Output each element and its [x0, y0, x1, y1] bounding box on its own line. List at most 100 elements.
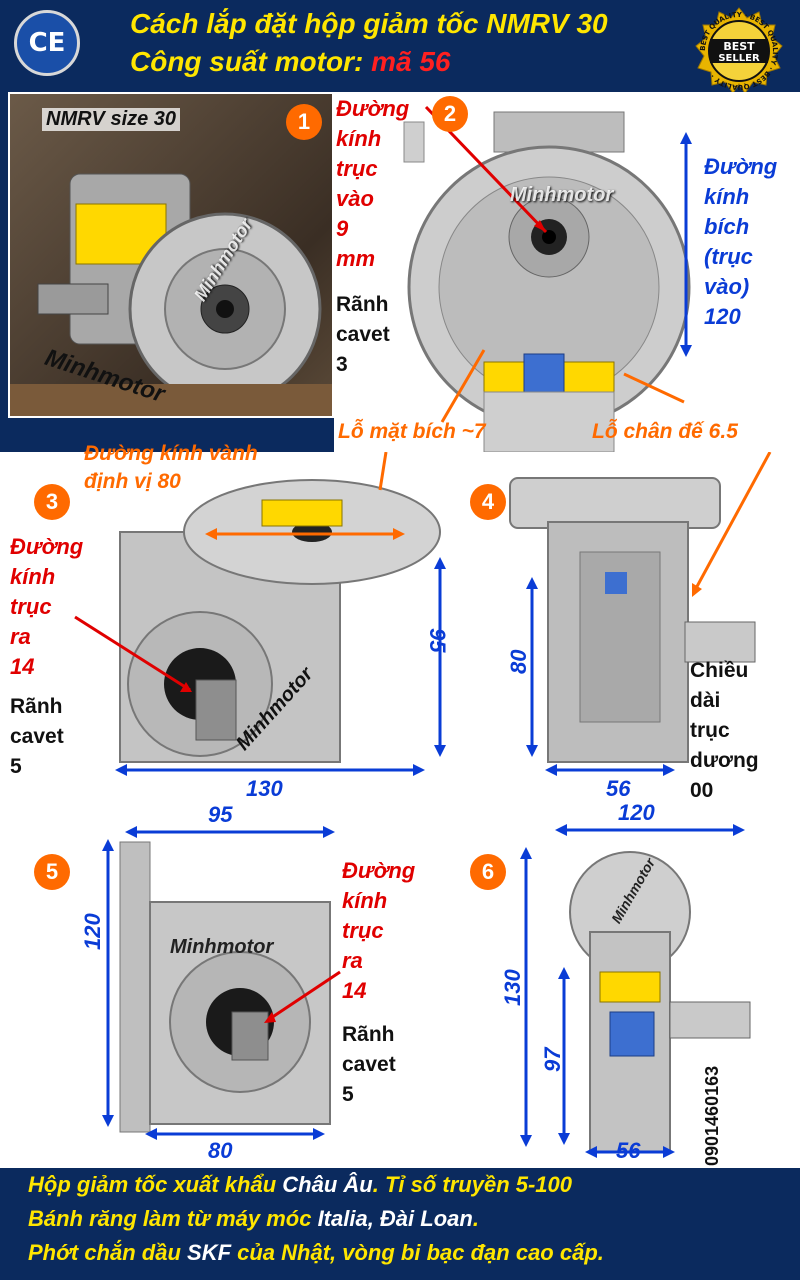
label-line: vào): [704, 274, 750, 299]
footer-text: . Tỉ số truyền 5-100: [372, 1172, 573, 1197]
label-line: 3: [336, 353, 348, 376]
label-line: mm: [336, 246, 376, 271]
label-line: 14: [342, 978, 367, 1003]
footer-line1: Hộp giảm tốc xuất khẩu Châu Âu. Tỉ số tr…: [28, 1172, 572, 1198]
label-line: 120: [704, 304, 741, 329]
footer-text: của Nhật, vòng bi bạc đạn cao cấp.: [231, 1240, 604, 1265]
panel2-flange-drawing: [403, 105, 692, 452]
panel6-number: 6: [470, 854, 506, 890]
gearbox-photo: [10, 173, 332, 416]
label-line: 00: [690, 779, 714, 802]
footer-text: .: [472, 1206, 479, 1231]
label-line: trục: [342, 918, 384, 943]
panel1-number: 1: [286, 104, 322, 140]
panel3-output-shaft-label: Đường kính trục ra 14: [10, 532, 83, 682]
label-line: bích: [704, 214, 750, 239]
panel1-label: NMRV size 30: [42, 108, 181, 131]
label-line: Đường kính vành: [84, 442, 258, 465]
label-line: 5: [342, 1083, 354, 1106]
footer-text: Bánh răng làm từ máy móc: [28, 1206, 318, 1231]
panel4-width-dim: 56: [606, 776, 631, 801]
footer-line3: Phớt chắn dầu SKF của Nhật, vòng bi bạc …: [28, 1240, 604, 1266]
panel5-top-dim: 95: [208, 802, 233, 827]
footer-highlight: SKF: [187, 1240, 232, 1265]
label-line: ra: [10, 624, 31, 649]
label-line: Đường: [342, 858, 416, 883]
label-line: Đường: [10, 534, 84, 559]
footer: [0, 1168, 800, 1280]
label-line: kính: [342, 888, 388, 913]
footer-highlight: Italia, Đài Loan: [317, 1206, 473, 1231]
panel3-keyway-label: Rãnh cavet 5: [10, 692, 64, 782]
panel4-drawing: [509, 452, 772, 776]
label-line: vào: [336, 186, 374, 211]
panel5-watermark: Minhmotor: [170, 936, 274, 958]
label-line: 5: [10, 755, 22, 778]
label-line: kính: [10, 564, 56, 589]
header: [0, 0, 800, 88]
panel6-top-dim: 120: [618, 800, 655, 825]
panel6-inner-dim: 97: [540, 1047, 565, 1072]
foot-hole-label: Lỗ chân đế 6.5: [592, 420, 738, 443]
flange-hole-label: Lỗ mặt bích ~7: [338, 420, 486, 443]
panel6-bottom-dim: 56: [616, 1138, 641, 1163]
label-line: định vị 80: [84, 470, 181, 493]
label-line: cavet: [10, 725, 64, 748]
label-line: Đường: [336, 96, 410, 121]
panel3-width-dim: 130: [246, 776, 283, 801]
label-line: cavet: [336, 323, 390, 346]
label-line: trục: [10, 594, 52, 619]
seller-text: SELLER: [718, 53, 760, 64]
label-line: cavet: [342, 1053, 396, 1076]
best-seller-badge: BEST QUALITY · BEST QUALITY · BEST QUALI…: [695, 7, 783, 94]
best-text: BEST: [723, 40, 755, 53]
panel2-keyway-label: Rãnh cavet 3: [336, 290, 390, 380]
label-line: Đường: [704, 154, 778, 179]
label-line: 14: [10, 654, 35, 679]
label-line: trục: [336, 156, 378, 181]
panel5-left-dim: 120: [80, 913, 105, 950]
label-line: trục: [690, 719, 730, 742]
label-line: Rãnh: [342, 1023, 395, 1046]
footer-line2: Bánh răng làm từ máy móc Italia, Đài Loa…: [28, 1206, 479, 1232]
panel5-number: 5: [34, 854, 70, 890]
panel3-height-dim: 95: [425, 628, 450, 653]
label-line: Chiều: [690, 659, 749, 682]
footer-text: Hộp giảm tốc xuất khẩu: [28, 1172, 283, 1197]
shaft-length-label: Chiều dài trục dương 00: [690, 656, 759, 806]
ring-diameter-label: Đường kính vành định vị 80: [84, 440, 258, 496]
footer-text: Phớt chắn dầu: [28, 1240, 188, 1265]
panel2-number: 2: [432, 96, 468, 132]
ce-badge: CE: [14, 10, 80, 76]
label-line: kính: [336, 126, 382, 151]
label-line: dương: [690, 749, 759, 772]
panel6-left-dim: 130: [500, 969, 525, 1006]
label-line: 9: [336, 216, 349, 241]
label-line: (trục: [704, 244, 753, 269]
flange-diameter-label: Đường kính bích (trục vào) 120: [704, 152, 777, 332]
panel4-height-dim: 80: [506, 649, 531, 674]
label-line: Rãnh: [336, 293, 389, 316]
label-line: kính: [704, 184, 750, 209]
panel4-number: 4: [470, 484, 506, 520]
panel3-number: 3: [34, 484, 70, 520]
label-line: dài: [690, 689, 721, 712]
footer-highlight: Châu Âu: [282, 1172, 373, 1197]
panel5-drawing: [102, 826, 341, 1140]
page-subtitle: Công suất motor: mã 56: [130, 46, 451, 78]
panel5-keyway-label: Rãnh cavet 5: [342, 1020, 396, 1110]
subtitle-highlight: mã 56: [371, 46, 451, 77]
label-line: ra: [342, 948, 363, 973]
page-title: Cách lắp đặt hộp giảm tốc NMRV 30: [130, 8, 608, 39]
panel5-output-shaft-label: Đường kính trục ra 14: [342, 856, 415, 1006]
panel2-watermark: Minhmotor: [510, 184, 614, 206]
subtitle-prefix: Công suất motor:: [130, 46, 372, 77]
panel6-drawing: [520, 824, 751, 1158]
phone-number: 0901460163: [702, 1065, 722, 1166]
panel3-drawing: [74, 452, 446, 776]
ce-badge-text: CE: [28, 28, 66, 58]
label-line: Rãnh: [10, 695, 63, 718]
panel1-photo: NMRV size 30 1 Minhmotor Minhmotor: [8, 92, 334, 418]
input-shaft-label: Đường kính trục vào 9 mm: [336, 94, 409, 274]
panel5-bottom-dim: 80: [208, 1138, 233, 1163]
